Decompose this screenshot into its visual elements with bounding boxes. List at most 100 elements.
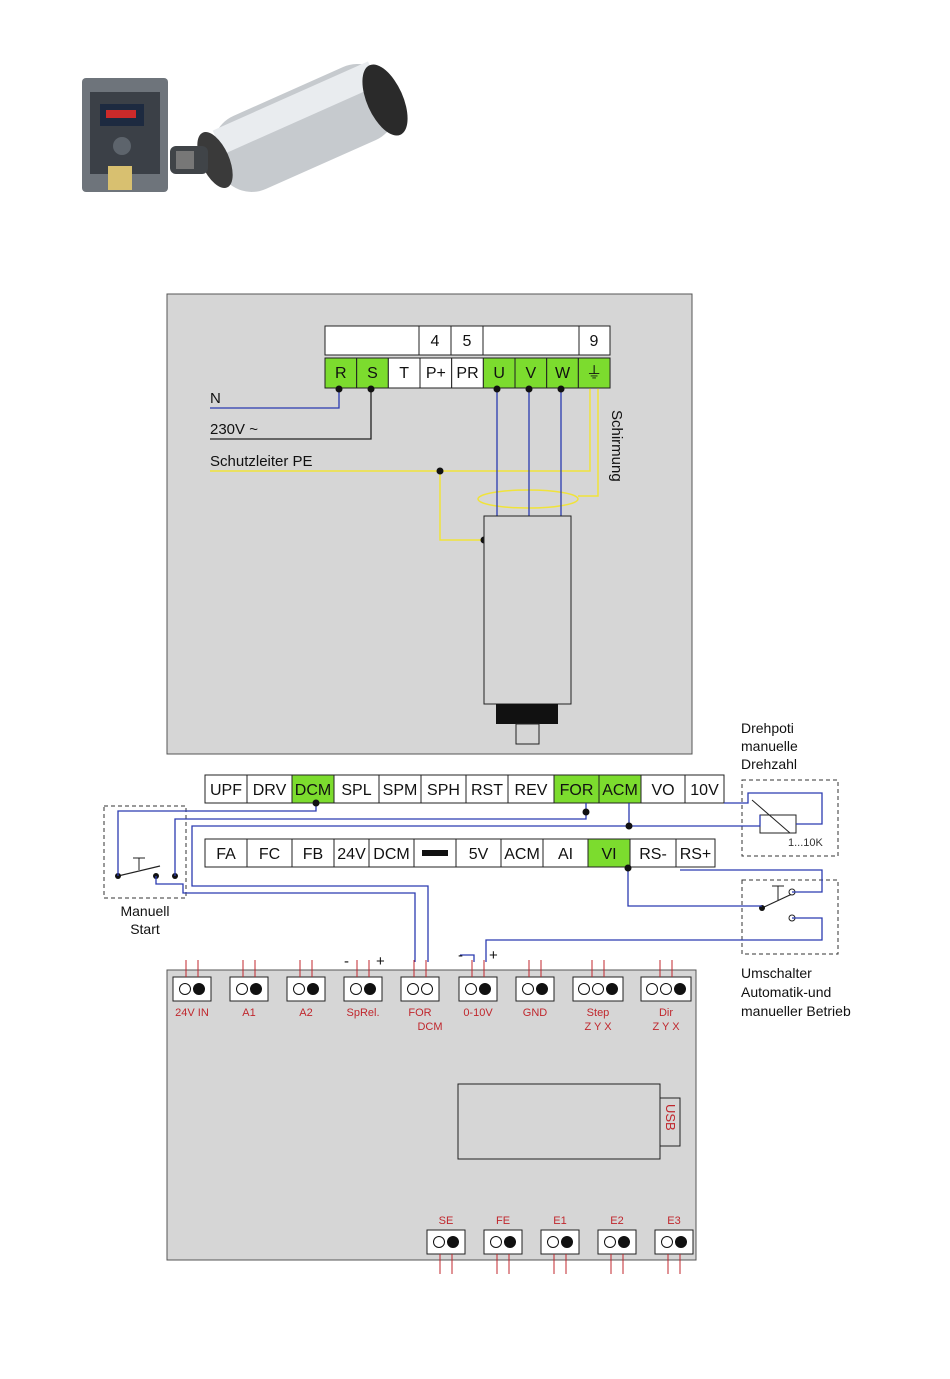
terminal-label: VO xyxy=(651,782,674,799)
pin-icon xyxy=(236,983,248,995)
terminal-label: 24V xyxy=(337,846,366,863)
terminal-label: DCM xyxy=(295,782,331,799)
power-terminal-p xyxy=(419,357,453,389)
pin-icon xyxy=(293,983,305,995)
board-label: GND xyxy=(523,1007,548,1019)
top-sprel-connector xyxy=(343,976,383,1002)
top-24v-in-connector xyxy=(172,976,212,1002)
terminal-label: VI xyxy=(601,846,616,863)
terminal-label: 10V xyxy=(690,782,719,799)
top-gnd-connector xyxy=(515,976,555,1002)
pin-icon xyxy=(661,1236,673,1248)
header-cell-9: 9 xyxy=(590,333,599,350)
terminal-acm xyxy=(598,774,642,804)
label-plus-1: + xyxy=(376,953,385,970)
pin-icon xyxy=(179,983,191,995)
poti-label-1: Drehpoti xyxy=(741,720,794,736)
terminal-blank-bar xyxy=(422,850,448,856)
terminal-rs xyxy=(675,838,716,868)
board-label-2: DCM xyxy=(417,1021,442,1033)
poti-label-3: Drehzahl xyxy=(741,756,797,772)
spindle-motor xyxy=(483,515,572,745)
label-minus-2: - xyxy=(458,947,463,964)
pin-icon xyxy=(675,1236,687,1248)
power-terminal-label: ⏚ xyxy=(586,364,602,382)
label-n: N xyxy=(210,390,221,407)
bottom-e1-connector xyxy=(540,1229,580,1255)
terminal-label: SPH xyxy=(427,782,460,799)
terminal-label: DRV xyxy=(253,782,287,799)
pin-icon xyxy=(350,983,362,995)
terminal-drv xyxy=(246,774,293,804)
terminal-label: ACM xyxy=(602,782,638,799)
terminal-label: DCM xyxy=(373,846,409,863)
power-terminal-label: S xyxy=(367,365,378,382)
pin-icon xyxy=(504,1236,516,1248)
terminal-acm xyxy=(500,838,544,868)
label-schirmung: Schirmung xyxy=(608,410,625,482)
pin-icon xyxy=(578,983,590,995)
terminal-label: SPL xyxy=(341,782,371,799)
pin-icon xyxy=(421,983,433,995)
power-terminal-label: R xyxy=(335,365,347,382)
top-a2-connector xyxy=(286,976,326,1002)
pin-icon xyxy=(479,983,491,995)
pin-icon xyxy=(522,983,534,995)
usb-label: USB xyxy=(663,1104,678,1131)
power-wiring: N 230V ~ Schutzleiter PE Schirmung xyxy=(210,385,625,544)
top-for-connector xyxy=(400,976,440,1002)
power-terminal-label: V xyxy=(526,365,537,382)
bottom-e3-connector xyxy=(654,1229,694,1255)
pin-icon xyxy=(547,1236,559,1248)
terminal-spl xyxy=(333,774,380,804)
pin-icon xyxy=(193,983,205,995)
manual-label-1: Manuell xyxy=(120,903,169,919)
power-terminal-pr xyxy=(451,357,484,389)
power-terminal-t xyxy=(387,357,421,389)
terminal-rs xyxy=(629,838,677,868)
power-terminal-label: U xyxy=(493,365,505,382)
terminal-10v xyxy=(684,774,725,804)
terminal-for xyxy=(553,774,600,804)
poti-label-2: manuelle xyxy=(741,738,798,754)
pin-icon xyxy=(433,1236,445,1248)
power-terminal-label: W xyxy=(555,365,571,382)
board-label-2: Z Y X xyxy=(584,1021,612,1033)
board-label: Step xyxy=(587,1007,610,1019)
bottom-e2-connector xyxy=(597,1229,637,1255)
terminal-label: FC xyxy=(259,846,280,863)
terminal-label: RS+ xyxy=(680,846,712,863)
potentiometer: Drehpoti manuelle Drehzahl 1...10K xyxy=(741,720,839,857)
board-label: Dir xyxy=(659,1007,673,1019)
bottom-se-connector xyxy=(426,1229,466,1255)
pin-icon xyxy=(490,1236,502,1248)
spindle-icon xyxy=(170,61,408,192)
pin-icon xyxy=(561,1236,573,1248)
switch-label-1: Umschalter xyxy=(741,965,812,981)
power-terminal-pe xyxy=(577,357,611,389)
label-plus-2: + xyxy=(489,947,498,964)
pin-icon xyxy=(364,983,376,995)
terminal-label: FB xyxy=(303,846,323,863)
terminal-label: SPM xyxy=(383,782,418,799)
terminal-label: UPF xyxy=(210,782,242,799)
terminal-label: REV xyxy=(515,782,548,799)
board-label: E3 xyxy=(667,1215,680,1227)
board-label: SpRel. xyxy=(346,1007,379,1019)
control-wiring: - + - + xyxy=(117,792,823,970)
pin-icon xyxy=(465,983,477,995)
board-label: 24V IN xyxy=(175,1007,209,1019)
power-terminal-v xyxy=(514,357,548,389)
board-label: SE xyxy=(439,1215,454,1227)
board-label: FOR xyxy=(408,1007,431,1019)
pin-icon xyxy=(307,983,319,995)
power-terminal-label: PR xyxy=(456,365,478,382)
terminal-label: 5V xyxy=(469,846,489,863)
terminal-label: FOR xyxy=(560,782,594,799)
board-label: FE xyxy=(496,1215,510,1227)
board-label: E1 xyxy=(553,1215,566,1227)
